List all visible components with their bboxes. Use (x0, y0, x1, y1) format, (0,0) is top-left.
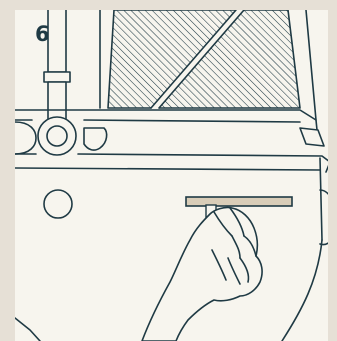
pull-handle (186, 197, 292, 206)
hatched-window (108, 10, 300, 108)
step-number-label: 6 (35, 22, 50, 46)
round-button-icon (44, 190, 72, 218)
vertical-pipe (48, 8, 66, 72)
